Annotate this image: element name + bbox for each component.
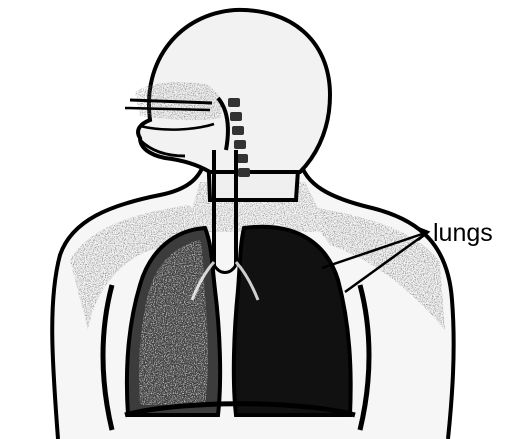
lungs-label: lungs (433, 219, 493, 247)
